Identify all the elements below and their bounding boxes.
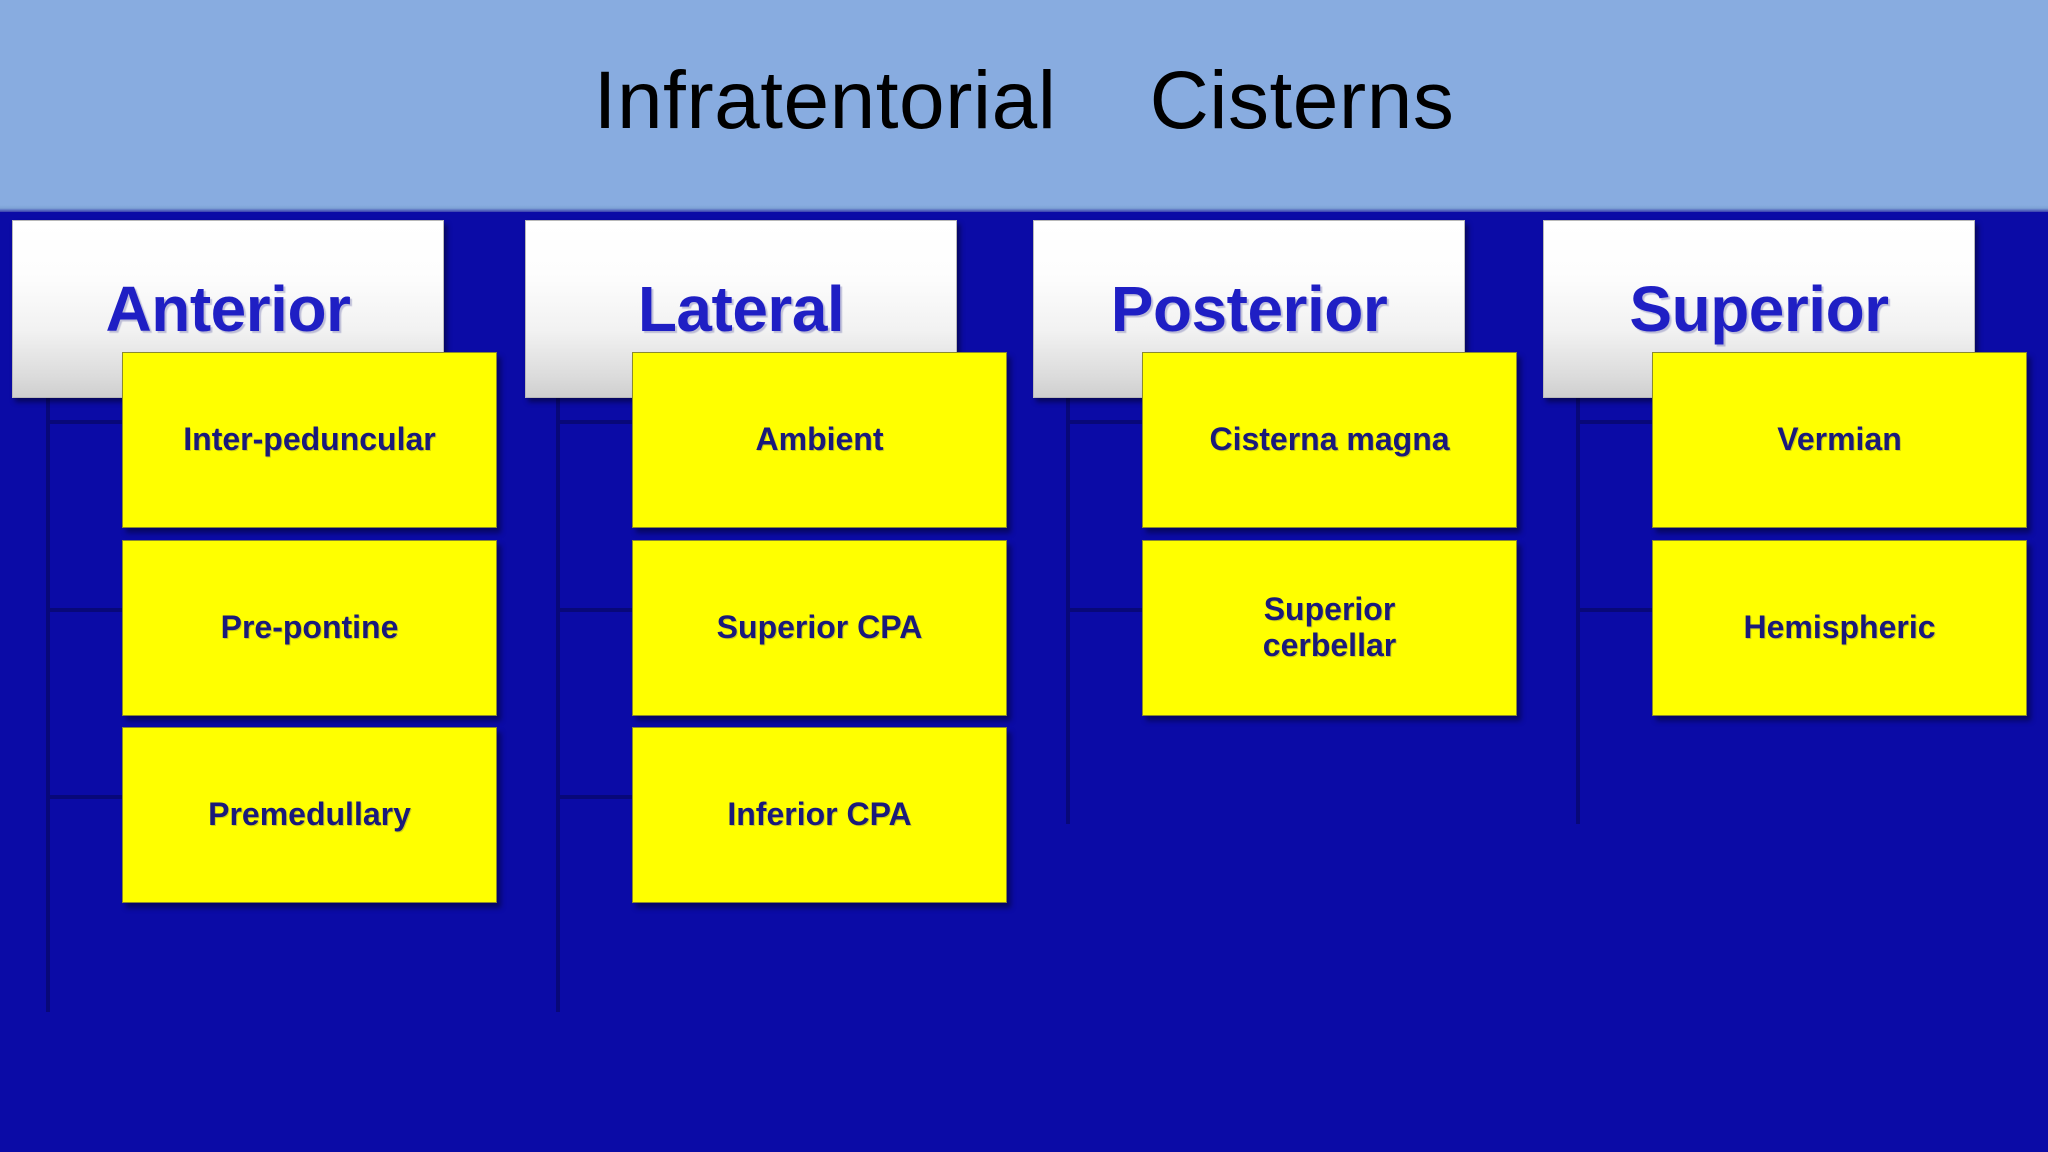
category-label-superior: Superior [1629,273,1889,345]
item-box-premedullary[interactable]: Premedullary [122,727,497,903]
item-box-inferior-cpa[interactable]: Inferior CPA [632,727,1007,903]
connector-trunk-col1 [46,398,50,1012]
item-label-superior-cerbellar: Superior cerbellar [1262,591,1397,663]
page-title: Infratentorial Cisterns [593,55,1455,146]
title-band-divider [0,205,2048,212]
connector-branch-col2-item1 [556,420,632,424]
connector-branch-col3-item2 [1066,608,1142,612]
item-box-inter-peduncular[interactable]: Inter-peduncular [122,352,497,528]
item-box-cisterna-magna[interactable]: Cisterna magna [1142,352,1517,528]
item-label-superior-cpa: Superior CPA [716,609,923,646]
item-box-hemispheric[interactable]: Hemispheric [1652,540,2027,716]
category-label-anterior: Anterior [105,273,351,345]
item-label-vermian: Vermian [1777,421,1902,458]
category-label-posterior: Posterior [1110,273,1388,345]
connector-branch-col3-item1 [1066,420,1142,424]
item-box-vermian[interactable]: Vermian [1652,352,2027,528]
diagram-board: Anterior Lateral Posterior Superior Inte… [0,212,2048,1152]
connector-branch-col1-item3 [46,795,124,799]
item-label-cisterna-magna: Cisterna magna [1209,421,1450,458]
item-label-hemispheric: Hemispheric [1743,609,1936,646]
item-label-inferior-cpa: Inferior CPA [727,796,912,833]
item-box-superior-cpa[interactable]: Superior CPA [632,540,1007,716]
item-label-inter-peduncular: Inter-peduncular [183,421,436,458]
connector-branch-col1-item1 [46,420,124,424]
connector-branch-col4-item1 [1576,420,1652,424]
item-label-pre-pontine: Pre-pontine [220,609,399,646]
title-band [0,0,2048,212]
connector-branch-col1-item2 [46,608,124,612]
category-label-lateral: Lateral [637,273,845,345]
connector-branch-col4-item2 [1576,608,1652,612]
connector-branch-col2-item3 [556,795,632,799]
item-label-premedullary: Premedullary [208,796,411,833]
item-label-ambient: Ambient [755,421,884,458]
item-box-pre-pontine[interactable]: Pre-pontine [122,540,497,716]
connector-branch-col2-item2 [556,608,632,612]
item-box-ambient[interactable]: Ambient [632,352,1007,528]
item-box-superior-cerbellar[interactable]: Superior cerbellar [1142,540,1517,716]
connector-trunk-col2 [556,398,560,1012]
